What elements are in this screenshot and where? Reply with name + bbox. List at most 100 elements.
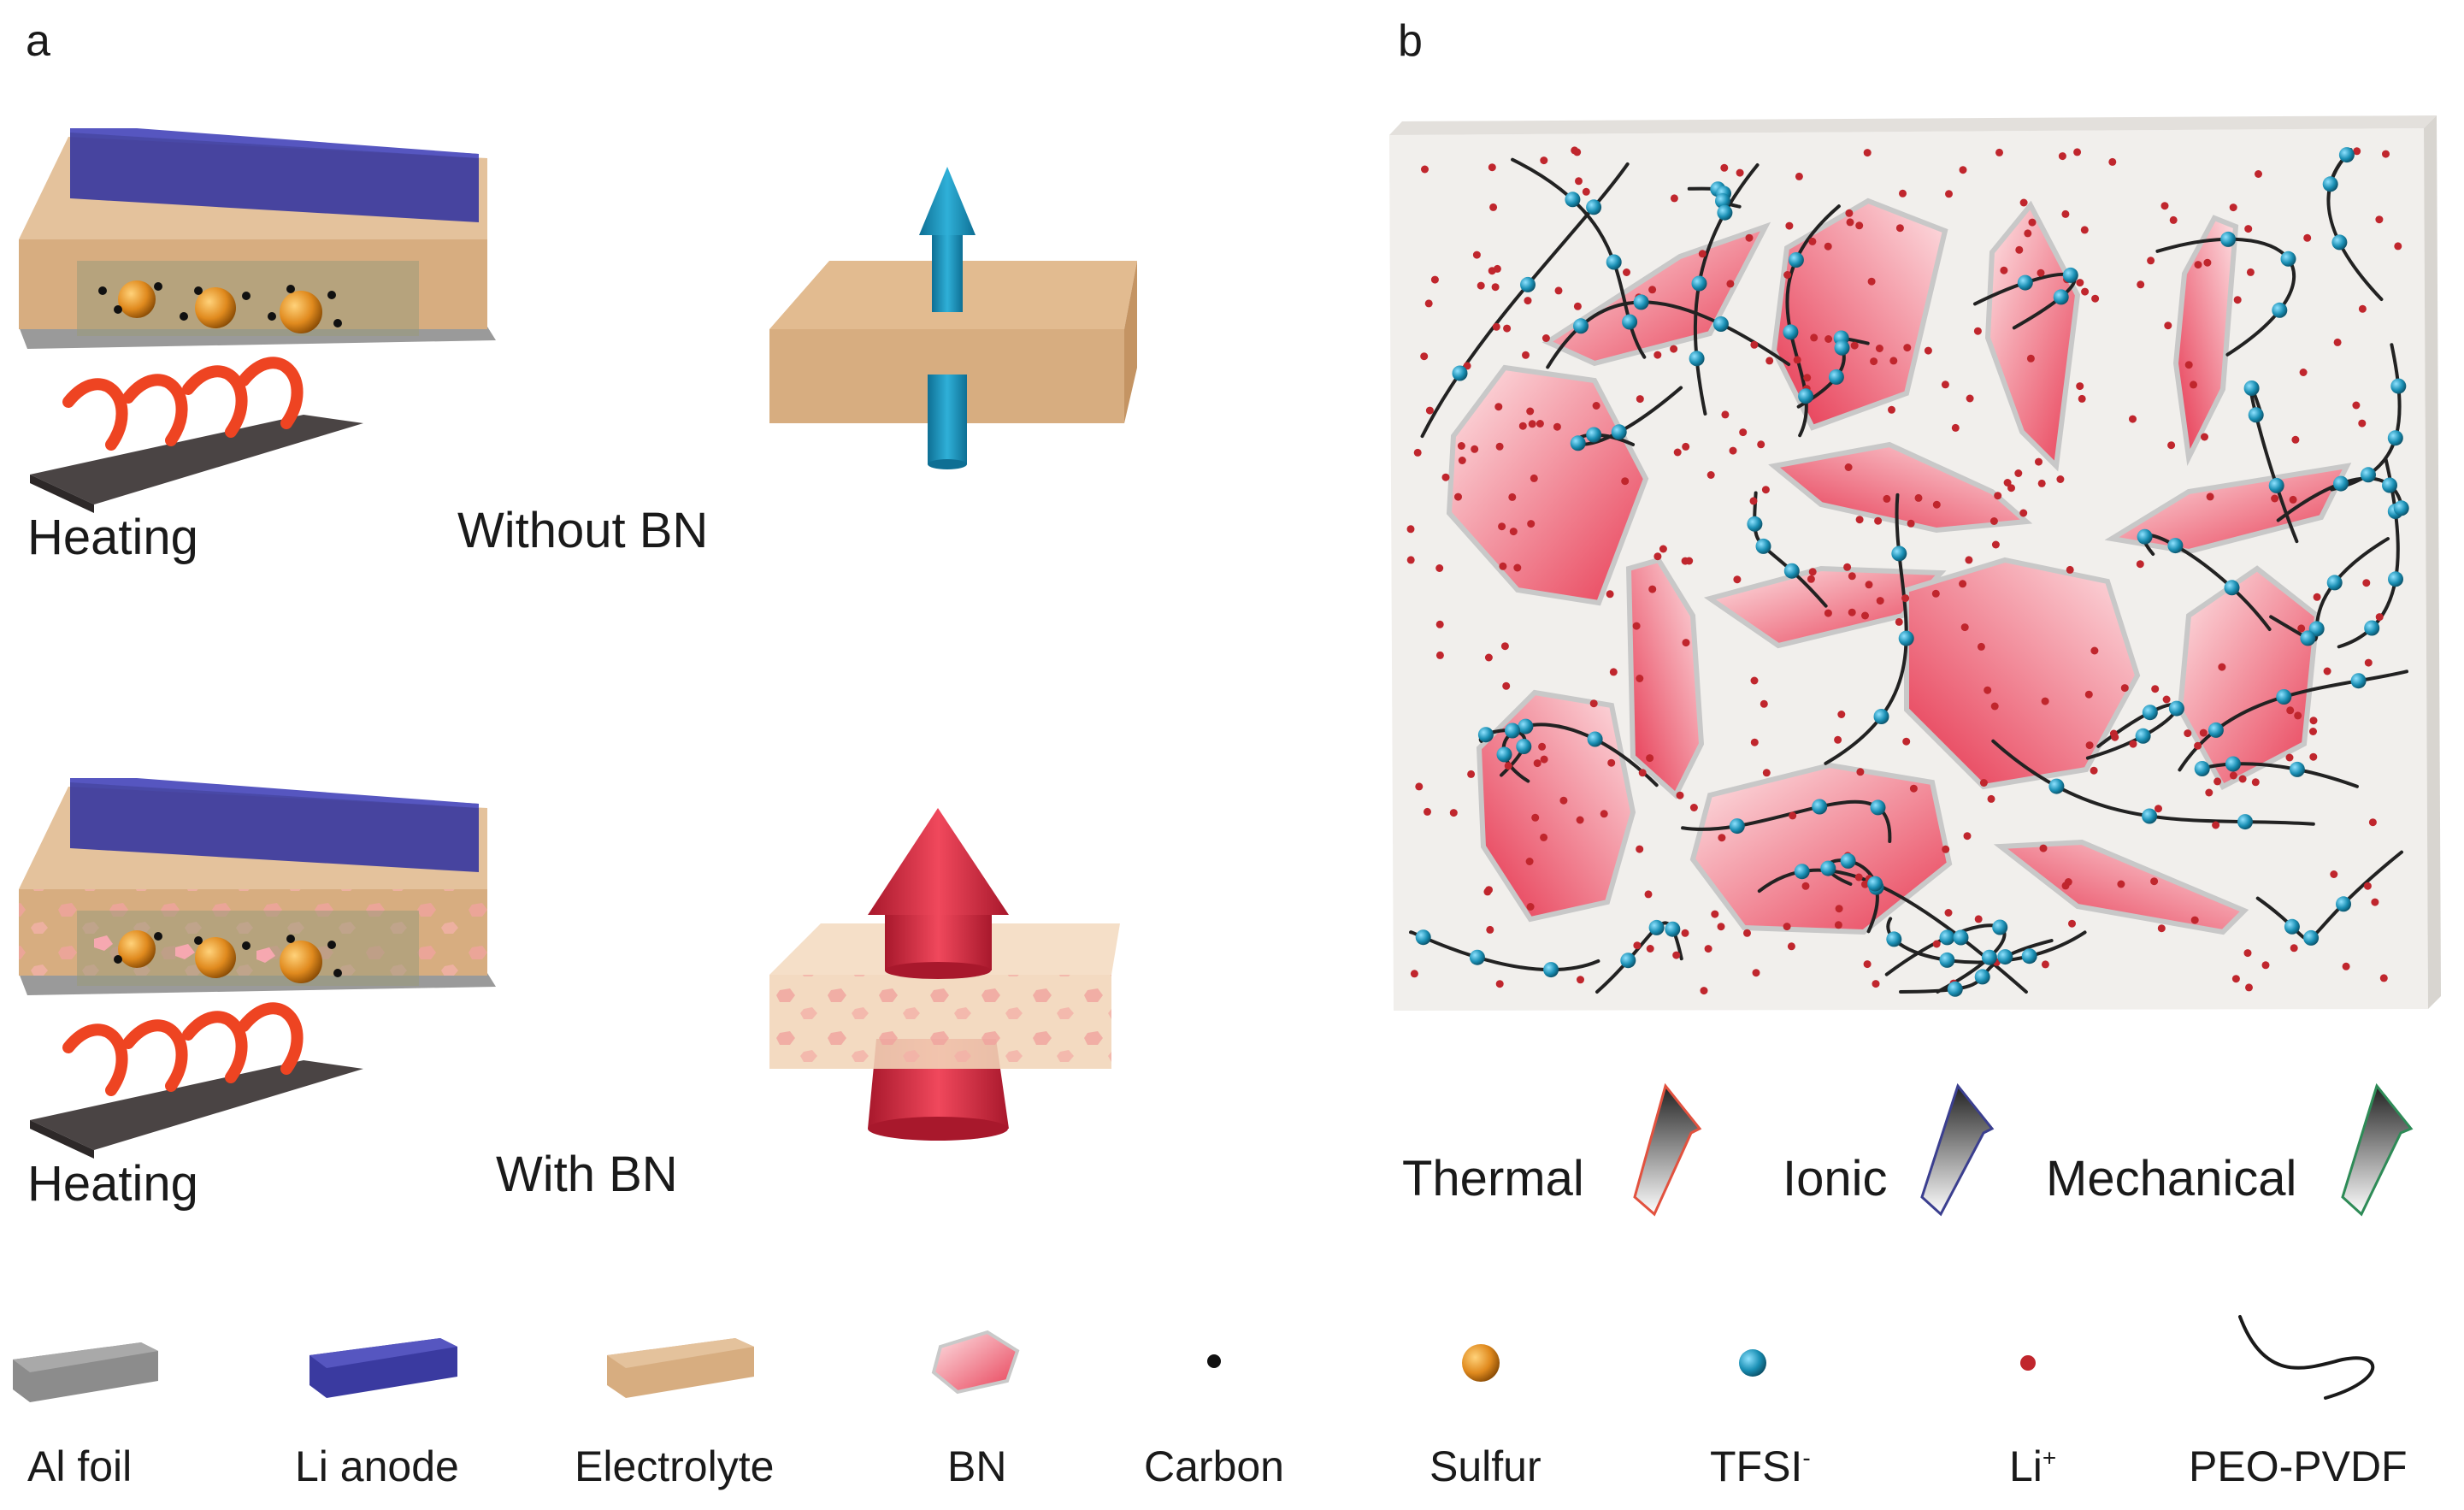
li-ion-dot [2068, 919, 2076, 928]
legend-label-li-anode: Li anode [295, 1442, 459, 1490]
tfsi-anion [2390, 378, 2407, 394]
li-ion-dot [1991, 540, 2000, 549]
li-ion-dot [2147, 257, 2155, 265]
li-ion-dot [1863, 960, 1872, 969]
tfsi-anion [2168, 700, 2184, 717]
li-ion-dot [1789, 811, 1797, 820]
legend-icons [13, 1315, 2375, 1402]
li-ion-dot [1942, 845, 1950, 853]
tfsi-anion [1717, 204, 1733, 221]
tfsi-anion [2280, 251, 2296, 267]
li-ion-dot [1907, 519, 1915, 528]
li-ion-dot [2056, 475, 2065, 483]
li-ion-dot [1573, 148, 1582, 156]
li-ion-dot [2364, 658, 2373, 667]
li-ion-dot [2362, 579, 2371, 587]
li-ion-dot [1415, 782, 1424, 791]
li-ion-dot [2203, 258, 2212, 267]
ionic-arrow-icon [1920, 1082, 1995, 1217]
li-ion-dot [2190, 916, 2199, 924]
tfsi-anion [1939, 952, 1955, 968]
li-ion-dot [1995, 148, 2003, 156]
li-ion-dot [2039, 844, 2048, 852]
li-ion-dot [1609, 668, 1618, 676]
li-ion-dot [2108, 157, 2117, 166]
li-ion-dot [1435, 620, 1444, 628]
tfsi-anion [1820, 860, 1836, 876]
li-ion-dot [1870, 357, 1878, 366]
li-ion-dot [1733, 575, 1742, 584]
li-ion-dot [2333, 338, 2342, 346]
li-ion-dot [1743, 929, 1751, 937]
li-ion-dot [2091, 294, 2100, 303]
li-ion-dot [1750, 676, 1759, 685]
li-ion-dot [1760, 699, 1768, 708]
thermal-label: Thermal [1402, 1151, 1584, 1206]
li-ion-dot [1707, 471, 1715, 479]
li-ion-dot [1573, 302, 1582, 310]
tfsi-anion [2338, 147, 2355, 163]
li-ion-dot [2078, 394, 2086, 403]
li-ion-dot [2080, 226, 2089, 234]
tfsi-anion [1633, 294, 1649, 310]
li-ion-dot [2342, 962, 2350, 970]
li-ion-dot [2330, 870, 2338, 878]
li-ion-dot [1888, 405, 1895, 414]
property-arrows [1633, 1082, 2414, 1217]
tfsi-anion [2142, 705, 2158, 721]
tfsi-anion [1573, 318, 1589, 334]
li-ion-dot [1984, 686, 1992, 694]
li-ion-dot [1471, 445, 1479, 453]
tfsi-anion [2167, 538, 2184, 554]
li-ion-dot [2160, 202, 2169, 210]
li-ion-dot [2194, 261, 2202, 269]
li-ion-dot [1902, 737, 1911, 746]
li-ion-dot [2184, 361, 2193, 369]
li-ion-dot [2233, 296, 2242, 304]
li-ion-dot [1623, 268, 1630, 276]
li-ion-dot [1689, 804, 1698, 811]
li-ion-dot [1808, 237, 1817, 245]
li-ion-dot [2231, 975, 2240, 983]
li-ion-dot [1783, 923, 1791, 931]
li-ion-dot [1903, 344, 1912, 352]
tfsi-anion [2331, 234, 2348, 251]
li-ion-dot [1582, 187, 1590, 196]
tfsi-anion [1947, 981, 1963, 997]
li-ion-dot [1553, 422, 1561, 431]
li-ion-dot [1793, 356, 1801, 364]
tfsi-anion [2272, 302, 2288, 318]
li-ion-dot [2309, 717, 2318, 725]
li-ion-dot [1491, 283, 1500, 292]
li-ion-dot [1430, 275, 1439, 284]
tfsi-anion [1415, 929, 1431, 946]
li-ion-dot [2137, 280, 2145, 289]
li-ion-dot [1659, 545, 1667, 553]
tfsi-anion [2322, 176, 2338, 192]
li-ion-dot [2358, 304, 2367, 313]
legend-label-bn: BN [947, 1442, 1007, 1490]
tfsi-anion [2289, 761, 2305, 777]
tfsi-anion [1783, 563, 1800, 579]
tfsi-anion [1611, 424, 1627, 440]
battery-without-bn [19, 128, 1137, 513]
tfsi-anion [2284, 918, 2300, 935]
li-ion-dot [1846, 218, 1854, 227]
li-ion-dot [1960, 623, 1969, 632]
legend-label-li-ion: Li+ [2009, 1442, 2057, 1490]
li-ion-dot [1843, 563, 1852, 571]
tfsi-anion [1886, 931, 1902, 947]
li-ion-dot [1875, 345, 1883, 352]
li-ion-dot [1636, 395, 1644, 404]
tfsi-anion [2208, 722, 2224, 738]
tfsi-anion [1798, 388, 1814, 404]
li-ion-dot [2066, 565, 2074, 574]
li-ion-dot [1867, 277, 1876, 286]
li-ion-dot [1974, 915, 1983, 923]
li-ion-dot [2120, 684, 2129, 693]
tfsi-anion [1867, 876, 1883, 892]
tfsi-anion [1729, 818, 1745, 835]
li-ion-dot [1673, 448, 1682, 457]
